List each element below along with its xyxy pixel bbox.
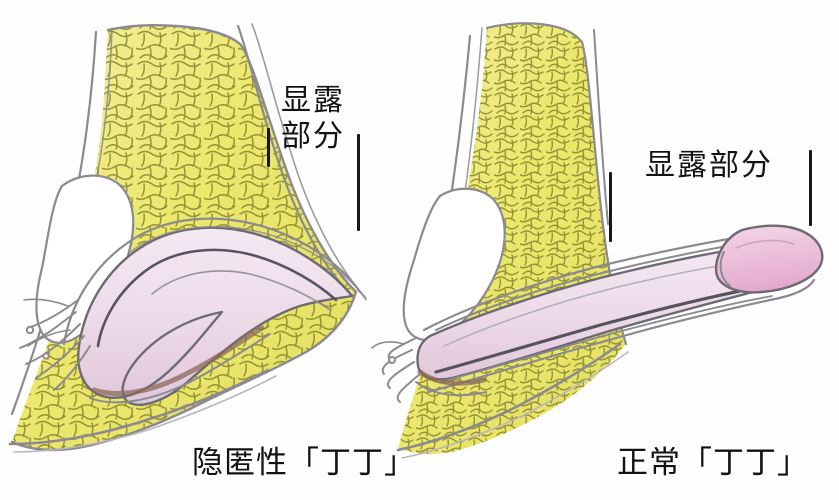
right-root-strands [371,337,421,403]
left-root-strands [19,298,91,391]
left-lower-skin-border [8,368,270,446]
right-panel-caption: 正常「丁丁」 [617,445,809,481]
left-exposed-portion-label-line2: 部分 [281,119,345,154]
left-shaft [62,217,367,406]
right-lower-skin-border [396,342,622,452]
left-panel-caption: 隐匿性「丁丁」 [192,445,416,481]
right-exposed-portion-label: 显露部分 [645,148,773,183]
left-root-band [89,325,271,404]
right-lower-skin-border-inner [401,351,629,459]
left-inner-tick-mark [267,128,270,167]
left-outer-tick-mark [357,134,360,231]
right-outer-tick-mark [809,150,812,226]
right-root-band [415,369,487,397]
right-inner-tick-mark [609,172,612,242]
left-exposed-portion-label-line1: 显露 [281,83,345,118]
left-exposed-portion-label: 显露 部分 [281,83,345,155]
left-lower-skin-border-inner [13,375,277,453]
right-glans [714,224,824,294]
